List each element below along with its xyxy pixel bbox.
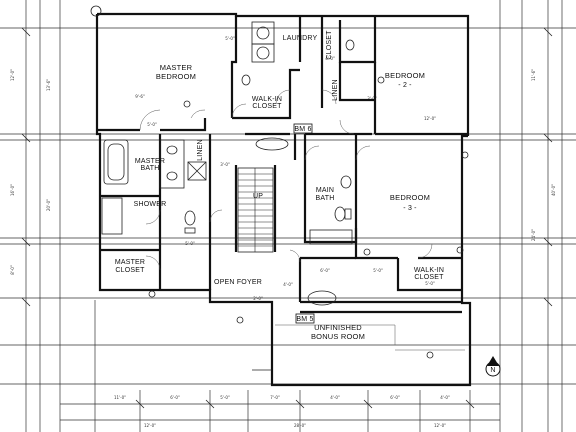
svg-text:6'-0": 6'-0" <box>170 395 180 400</box>
svg-text:24'-0": 24'-0" <box>531 229 536 241</box>
svg-text:12'-0": 12'-0" <box>144 423 156 428</box>
label-master-bath-2: BATH <box>141 165 160 172</box>
svg-text:20'-0": 20'-0" <box>46 199 51 211</box>
svg-text:4'-0": 4'-0" <box>283 282 293 287</box>
svg-text:13'-6": 13'-6" <box>46 79 51 91</box>
svg-text:8'-0": 8'-0" <box>10 265 15 275</box>
tag-bm-lower: BM 5 <box>296 316 313 323</box>
svg-text:6'-0": 6'-0" <box>390 395 400 400</box>
svg-text:2'-0": 2'-0" <box>253 296 263 301</box>
label-master-bath: MASTER <box>135 158 165 165</box>
compass-letter: N <box>490 367 495 374</box>
bonus-room-details <box>252 324 465 371</box>
label-laundry: LAUNDRY <box>283 35 318 42</box>
svg-text:4'-0": 4'-0" <box>325 56 335 61</box>
label-master-bedroom: MASTER <box>160 63 193 72</box>
label-walkin-closet-master-2: CLOSET <box>252 103 282 110</box>
svg-text:5'-0": 5'-0" <box>147 122 157 127</box>
interior-walls <box>97 16 468 314</box>
label-bedroom-3-num: - 3 - <box>403 205 417 212</box>
svg-text:7'-0": 7'-0" <box>270 395 280 400</box>
svg-text:5'-0": 5'-0" <box>225 36 235 41</box>
svg-text:11'-0": 11'-0" <box>114 395 126 400</box>
svg-text:16'-0": 16'-0" <box>10 184 15 196</box>
svg-text:11'-6": 11'-6" <box>531 69 536 81</box>
callouts <box>90 5 469 359</box>
label-open-foyer: OPEN FOYER <box>214 279 262 286</box>
tag-bm-upper: BM 6 <box>294 126 311 133</box>
svg-text:4'-0": 4'-0" <box>330 395 340 400</box>
room-labels: MASTER BEDROOM LAUNDRY CLOSET LINEN BEDR… <box>115 30 444 341</box>
label-bedroom-2-num: - 2 - <box>398 82 412 89</box>
label-master-closet: MASTER <box>115 259 145 266</box>
label-master-bedroom-2: BEDROOM <box>156 72 196 81</box>
label-walkin-closet-master: WALK-IN <box>252 96 282 103</box>
svg-text:28'-0": 28'-0" <box>294 423 306 428</box>
label-linen-master: LINEN <box>197 139 204 161</box>
svg-text:5'-0": 5'-0" <box>220 395 230 400</box>
label-main-bath-2: BATH <box>316 195 335 202</box>
svg-text:4'-0": 4'-0" <box>440 395 450 400</box>
label-stairs-up: UP <box>253 193 263 200</box>
label-master-closet-2: CLOSET <box>115 267 145 274</box>
label-shower: SHOWER <box>134 201 167 208</box>
label-walkin-closet-b3: WALK-IN <box>414 267 444 274</box>
label-main-bath: MAIN <box>316 187 334 194</box>
svg-text:12'-0": 12'-0" <box>434 423 446 428</box>
label-bedroom-3: BEDROOM <box>390 193 430 202</box>
svg-text:3'-0": 3'-0" <box>220 162 230 167</box>
svg-text:12'-0": 12'-0" <box>424 116 436 121</box>
label-bonus-room: UNFINISHED <box>314 323 362 332</box>
svg-text:9'-6": 9'-6" <box>135 94 145 99</box>
stairs <box>237 167 274 253</box>
svg-text:5'-0": 5'-0" <box>185 241 195 246</box>
label-bedroom-2: BEDROOM <box>385 71 425 80</box>
svg-text:40'-0": 40'-0" <box>551 184 556 196</box>
north-arrow-icon: N <box>485 356 501 377</box>
bm-tags: BM 6 BM 5 <box>293 123 315 324</box>
door-swings <box>139 89 433 271</box>
fixtures <box>101 21 355 245</box>
svg-text:12'-0": 12'-0" <box>10 69 15 81</box>
dimension-labels: 12'-0" 16'-0" 8'-0" 13'-6" 20'-0" 11'-6"… <box>10 36 556 428</box>
label-closet-top: CLOSET <box>326 30 333 60</box>
label-bonus-room-2: BONUS ROOM <box>311 332 365 341</box>
svg-text:3'-0": 3'-0" <box>367 96 377 101</box>
svg-text:5'-0": 5'-0" <box>425 281 435 286</box>
svg-text:6'-0": 6'-0" <box>320 268 330 273</box>
svg-text:5'-0": 5'-0" <box>373 268 383 273</box>
label-walkin-closet-b3-2: CLOSET <box>414 274 444 281</box>
label-linen-top: LINEN <box>332 79 339 101</box>
